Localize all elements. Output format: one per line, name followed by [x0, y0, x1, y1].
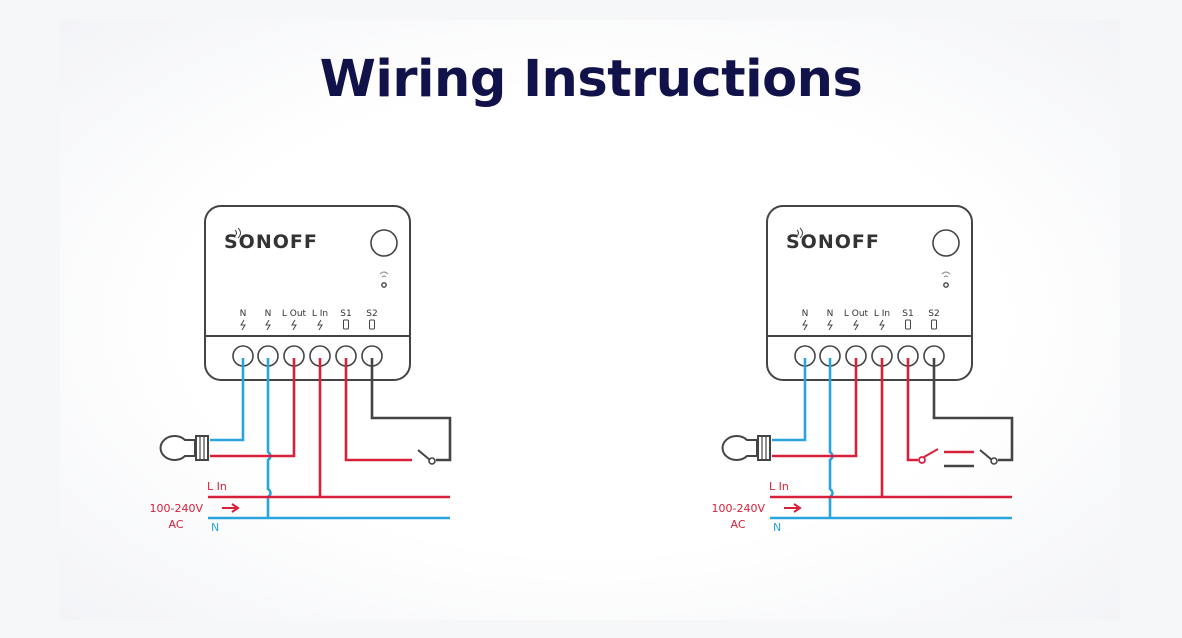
bolt-icon	[802, 319, 808, 331]
pairing-button	[370, 229, 398, 257]
switch-terminal-icon	[931, 319, 937, 330]
wire-s1-switch	[344, 358, 412, 462]
status-led	[381, 282, 387, 288]
lamp-socket	[195, 435, 209, 461]
terminal-label: N	[802, 309, 809, 319]
bolt-icon	[265, 319, 271, 331]
switch-terminal-icon	[905, 319, 911, 330]
label-ac: AC	[168, 518, 183, 531]
wire-neutral-lamp	[772, 358, 807, 442]
status-led	[943, 282, 949, 288]
wire-s2-switch	[932, 358, 1014, 462]
switch-b-contact	[990, 457, 998, 465]
lamp-bulb-icon	[721, 435, 758, 461]
label-neutral: N	[211, 521, 219, 534]
lamp-socket	[757, 435, 771, 461]
label-line-in: L In	[207, 480, 227, 493]
lamp-bulb-icon	[159, 435, 196, 461]
switch-a-lever	[923, 448, 939, 458]
terminal-label: L In	[874, 309, 890, 319]
brand-logo: SONOFF	[786, 231, 880, 253]
switch-lever	[417, 449, 431, 461]
terminal-label: N	[265, 309, 272, 319]
wire-lout-lamp	[772, 358, 858, 458]
switch-contact	[428, 457, 436, 465]
arrow-icon	[222, 503, 240, 513]
terminal-label: S1	[340, 309, 351, 319]
terminal-label: S1	[902, 309, 913, 319]
bolt-icon	[240, 319, 246, 331]
label-voltage: 100-240V	[150, 502, 204, 515]
terminal-label: L In	[312, 309, 328, 319]
label-line-in: L In	[769, 480, 789, 493]
terminal-label: N	[240, 309, 247, 319]
switch-a-contact	[918, 456, 926, 464]
pairing-button	[932, 229, 960, 257]
wire-s1-switch	[906, 358, 918, 462]
page-title: Wiring Instructions	[319, 50, 863, 109]
label-neutral: N	[773, 521, 781, 534]
wire-lout-lamp	[210, 358, 296, 458]
terminal-label: L Out	[282, 309, 307, 319]
switch-b-lever	[979, 449, 993, 461]
wire-neutral-bus	[266, 358, 272, 518]
wire-neutral-lamp	[210, 358, 245, 442]
arrow-icon	[784, 503, 802, 513]
terminal-label: N	[827, 309, 834, 319]
label-ac: AC	[730, 518, 745, 531]
bolt-icon	[879, 319, 885, 331]
terminal-label: L Out	[844, 309, 869, 319]
bolt-icon	[317, 319, 323, 331]
wifi-led-icon	[379, 271, 389, 278]
wire-neutral-bus	[828, 358, 834, 518]
switch-terminal-icon	[369, 319, 375, 330]
brand-logo: SONOFF	[224, 231, 318, 253]
wifi-led-icon	[941, 271, 951, 278]
wifi-signal-icon	[796, 227, 803, 239]
bolt-icon	[827, 319, 833, 331]
label-voltage: 100-240V	[712, 502, 766, 515]
bolt-icon	[853, 319, 859, 331]
switch-terminal-icon	[343, 319, 349, 330]
terminal-label: S2	[928, 309, 939, 319]
wifi-signal-icon	[234, 227, 241, 239]
bolt-icon	[291, 319, 297, 331]
terminal-label: S2	[366, 309, 377, 319]
wire-s2-switch	[370, 358, 452, 462]
